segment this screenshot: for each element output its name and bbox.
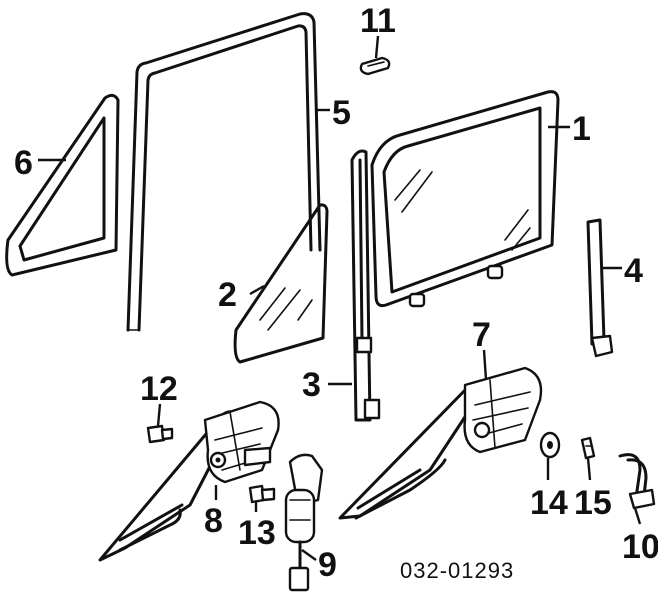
part-glass-run-channel <box>350 149 381 422</box>
callout-3: 3 <box>302 366 321 404</box>
callout-14: 14 <box>530 484 568 522</box>
callout-labels: 1 2 3 4 5 6 7 8 9 10 11 12 13 14 15 <box>14 2 658 584</box>
part-bolt-12 <box>146 424 174 444</box>
callout-6: 6 <box>14 144 33 182</box>
callout-15: 15 <box>574 484 612 522</box>
catalog-code: 032-01293 <box>400 558 514 583</box>
callout-8: 8 <box>204 502 223 540</box>
callout-13: 13 <box>238 514 276 552</box>
part-door-glass <box>370 90 560 308</box>
part-clip <box>359 56 391 76</box>
part-small-clip <box>580 436 596 460</box>
part-window-motor <box>284 453 324 592</box>
part-front-window-regulator <box>98 400 280 562</box>
callout-2: 2 <box>218 276 237 314</box>
part-bolt-13 <box>248 484 276 504</box>
part-handle-cable <box>618 453 656 510</box>
callout-9: 9 <box>318 546 337 584</box>
callout-1: 1 <box>572 110 591 148</box>
callout-10: 10 <box>622 528 658 566</box>
part-rear-window-regulator <box>338 366 543 520</box>
part-door-run-channel <box>126 12 322 332</box>
part-quarter-glass <box>233 203 329 364</box>
callout-12: 12 <box>140 370 178 408</box>
callout-4: 4 <box>624 252 643 290</box>
part-roller <box>539 431 561 459</box>
part-rear-channel <box>586 218 614 358</box>
part-quarter-window-frame <box>5 93 120 277</box>
callout-11: 11 <box>360 2 396 40</box>
leader-lines <box>38 35 642 561</box>
callout-5: 5 <box>332 94 351 132</box>
callout-7: 7 <box>472 316 491 354</box>
